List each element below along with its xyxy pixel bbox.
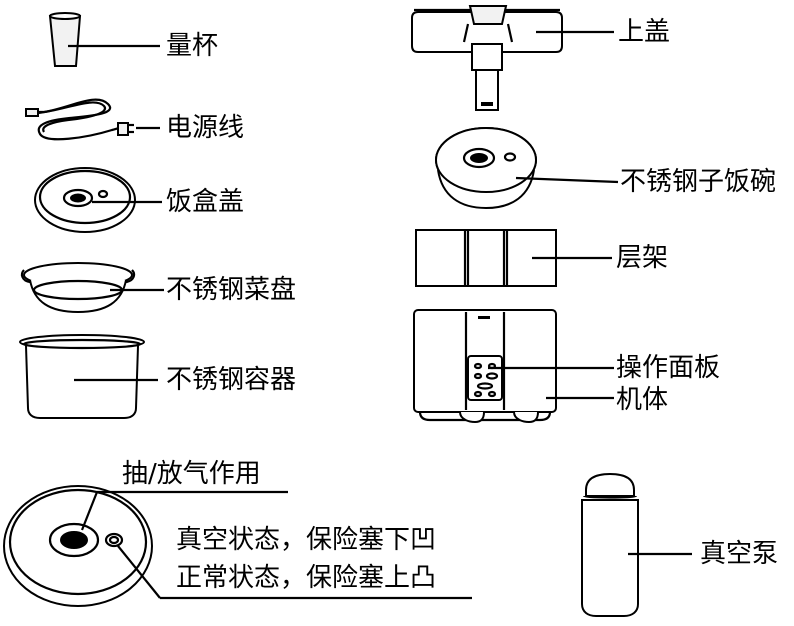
measuring-cup-illustration xyxy=(48,12,160,67)
label-control-panel: 操作面板 xyxy=(616,353,721,383)
label-top-lid: 上盖 xyxy=(618,17,671,47)
valve-detail-illustration xyxy=(3,485,472,607)
label-body: 机体 xyxy=(616,385,669,415)
label-power-cord: 电源线 xyxy=(166,113,245,143)
label-normal-state: 正常状态，保险塞上凸 xyxy=(176,563,437,593)
lunchbox-lid-illustration xyxy=(34,167,162,233)
power-cord-illustration xyxy=(25,98,160,141)
steel-rice-bowl-illustration xyxy=(435,127,619,210)
top-lid-illustration xyxy=(411,5,614,111)
label-vacuum-state: 真空状态，保险塞下凹 xyxy=(176,525,437,555)
label-steel-dish: 不锈钢菜盘 xyxy=(166,275,297,305)
label-measuring-cup: 量杯 xyxy=(166,31,219,61)
label-vacuum-pump: 真空泵 xyxy=(700,539,779,569)
label-steel-container: 不锈钢容器 xyxy=(166,365,297,395)
label-steel-rice-bowl: 不锈钢子饭碗 xyxy=(620,167,777,197)
label-pump-vent: 抽/放气作用 xyxy=(122,459,261,489)
steel-dish-illustration xyxy=(20,262,164,314)
steel-container-illustration xyxy=(19,334,158,419)
body-illustration xyxy=(413,309,614,424)
label-lunchbox-lid: 饭盒盖 xyxy=(166,187,245,217)
rack-illustration xyxy=(415,229,612,287)
vacuum-pump-illustration xyxy=(581,472,692,617)
label-rack: 层架 xyxy=(616,243,669,273)
